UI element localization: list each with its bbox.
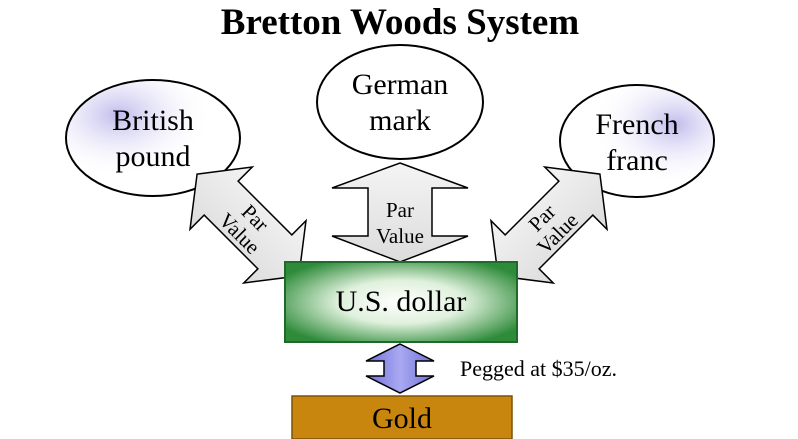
german-mark-label-line2: mark	[369, 104, 431, 137]
gold-label: Gold	[372, 402, 432, 435]
us-dollar-label: U.S. dollar	[336, 285, 467, 318]
german-mark-label-line1: German	[352, 68, 449, 101]
british-pound-label-line1: British	[112, 104, 194, 137]
french-franc-node: French franc	[559, 84, 715, 198]
peg-note: Pegged at $35/oz.	[460, 356, 617, 381]
german-mark-node: German mark	[316, 44, 484, 160]
par-value-label-center-line1: Par	[386, 198, 414, 222]
british-pound-label-line2: pound	[116, 140, 191, 173]
peg-arrow	[365, 343, 435, 394]
french-franc-label-line1: French	[595, 108, 678, 141]
us-dollar-node: U.S. dollar	[284, 261, 518, 343]
british-pound-node: British pound	[65, 79, 241, 197]
diagram-title: Bretton Woods System	[221, 2, 580, 43]
french-franc-label-line2: franc	[606, 144, 668, 177]
par-value-arrow-center: Par Value	[331, 162, 469, 263]
gold-node: Gold	[291, 395, 513, 439]
par-value-arrow-right: Par Value	[489, 165, 609, 285]
par-value-label-center-line2: Value	[376, 224, 424, 248]
